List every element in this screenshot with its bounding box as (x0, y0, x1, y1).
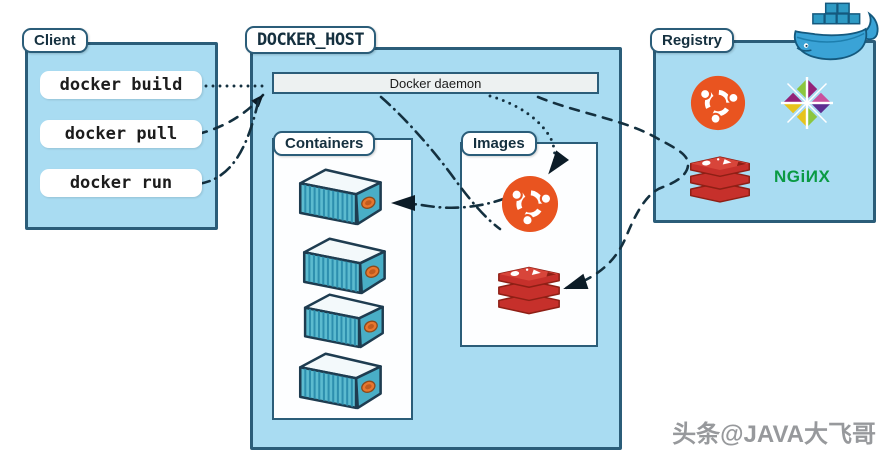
redis-image-icon (498, 266, 560, 315)
docker-daemon-bar: Docker daemon (272, 72, 599, 94)
images-label: Images (461, 131, 537, 156)
container-icon (296, 348, 384, 412)
container-icon (296, 164, 384, 228)
command-docker-run: docker run (40, 169, 202, 197)
watermark-text: 头条@JAVA大飞哥 (672, 421, 876, 448)
centos-registry-icon (781, 77, 833, 129)
container-icon (301, 289, 386, 351)
command-docker-build: docker build (40, 71, 202, 99)
client-label: Client (22, 28, 88, 53)
containers-label: Containers (273, 131, 376, 156)
container-icon (300, 233, 388, 297)
registry-panel (653, 40, 876, 223)
docker-whale-icon (793, 2, 879, 61)
nginx-logo: NGiИX (774, 167, 831, 186)
redis-registry-icon (690, 156, 750, 203)
docker-host-label: DOCKER_HOST (245, 26, 377, 54)
ubuntu-registry-icon (690, 75, 746, 131)
registry-label: Registry (650, 28, 735, 53)
ubuntu-image-icon (501, 175, 559, 233)
command-docker-pull: docker pull (40, 120, 202, 148)
